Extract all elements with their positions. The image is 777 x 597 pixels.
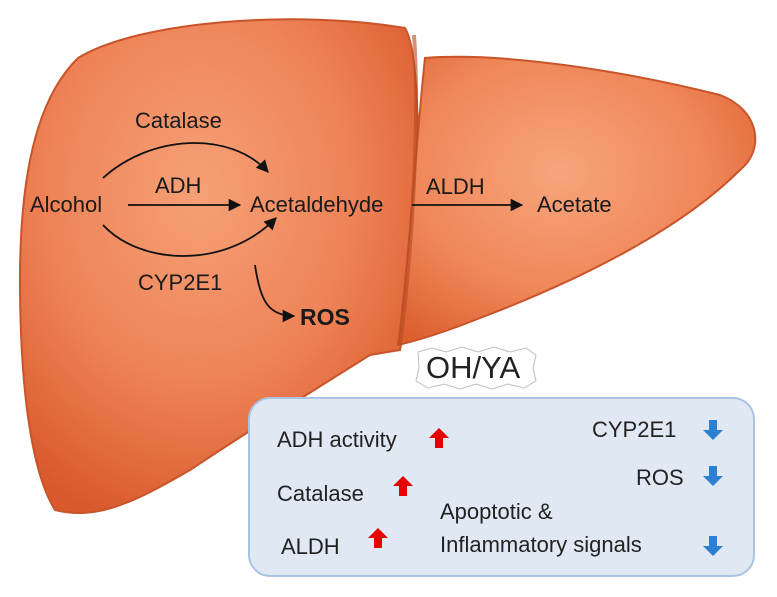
cyp2e1-label: CYP2E1 (138, 270, 223, 295)
ros-arrow (254, 264, 296, 323)
adh-label: ADH (155, 173, 202, 198)
effect-ros: ROS (636, 465, 684, 490)
effect-cyp2e1: CYP2E1 (592, 417, 677, 442)
down-arrow-icon (703, 420, 723, 440)
acetaldehyde-label: Acetaldehyde (250, 192, 384, 217)
catalase-arrow (102, 142, 269, 179)
effect-catalase: Catalase (277, 481, 364, 506)
treatment-label: OH/YA (426, 350, 521, 385)
up-arrow-icon (368, 528, 388, 548)
aldh-label: ALDH (426, 174, 485, 199)
effect-signals-line1: Apoptotic & (440, 499, 553, 524)
alcohol-label: Alcohol (30, 192, 103, 217)
treatment-label-backdrop (415, 346, 537, 390)
effect-aldh: ALDH (281, 534, 340, 559)
ros-label: ROS (300, 304, 350, 330)
liver-left-lobe (18, 18, 419, 514)
effects-panel: ADH activity Catalase ALDH CYP2E1 ROS Ap… (248, 397, 755, 577)
effect-signals-line2: Inflammatory signals (440, 532, 642, 557)
cyp2e1-arrow (102, 217, 277, 257)
down-arrow-icon (703, 536, 723, 556)
down-arrow-icon (703, 466, 723, 486)
acetate-label: Acetate (537, 192, 612, 217)
up-arrow-icon (429, 428, 449, 448)
catalase-label: Catalase (135, 108, 222, 133)
lobe-fissure (398, 34, 419, 346)
effect-adh-activity: ADH activity (277, 427, 397, 452)
up-arrow-icon (393, 476, 413, 496)
